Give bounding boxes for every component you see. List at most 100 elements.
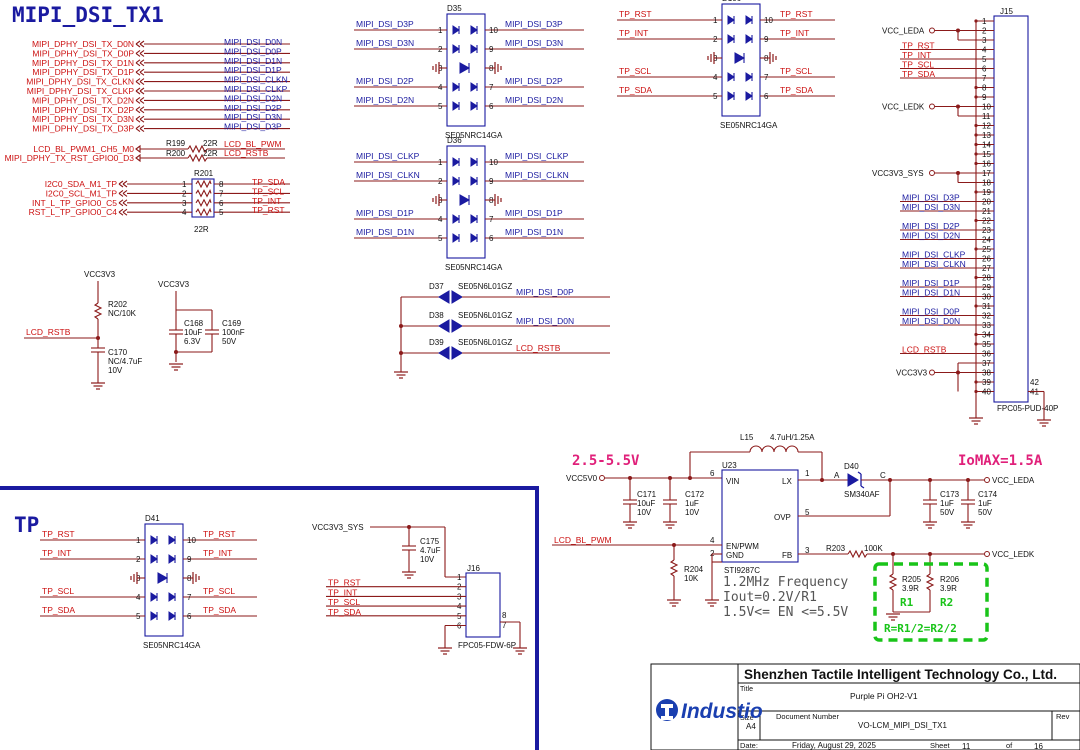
tvs-diode-icon	[451, 290, 463, 304]
j16-ground	[437, 647, 453, 655]
tvs-pin-number: 6	[489, 234, 494, 243]
tvs-pin-number: 7	[489, 215, 494, 224]
d106-tvs-array-net-right-0: TP_RST	[780, 9, 813, 19]
u23-pin-en: EN/PWM	[726, 542, 759, 551]
tvs-pin-number: 5	[438, 102, 443, 111]
u23-pin-gnd: GND	[726, 551, 744, 560]
j15-pin-4: 4	[982, 46, 987, 55]
j15-d1n: MIPI_DSI_D1N	[902, 288, 960, 298]
c172-ref: C172	[685, 490, 705, 499]
j15-d0n: MIPI_DSI_D0N	[902, 316, 960, 326]
u23-pinnum-en: 4	[710, 536, 715, 545]
port-arrow	[135, 115, 145, 123]
date-label: Date:	[740, 741, 758, 750]
d41-tvs-array-net-right-0: TP_RST	[203, 529, 236, 539]
dsi-source-net-2: MIPI_DPHY_DSI_TX_D1N	[32, 58, 134, 68]
r201-value: 22R	[194, 225, 209, 234]
tvs-pin-number: 9	[764, 35, 769, 44]
d41-tvs-array-part: SE05NRC14GA	[143, 641, 201, 650]
r2-label: R2	[940, 596, 953, 609]
r200-ref: R200	[166, 149, 186, 158]
u23-pin-lx: LX	[782, 477, 792, 486]
r201-ref: R201	[194, 169, 214, 178]
tvs-diode-icon	[452, 157, 478, 167]
d36-tvs-array-ref: D36	[447, 136, 462, 145]
port-arrow	[118, 208, 128, 216]
power-port-icon	[929, 369, 935, 376]
port-arrow	[135, 68, 145, 76]
c175-value: 4.7uF	[420, 546, 441, 555]
tvs-single-ref: D38	[429, 311, 444, 320]
tvs-diode-icon	[438, 290, 450, 304]
j16-part: FPC05-FDW-6P	[458, 641, 516, 650]
j15-tp-sda: TP_SDA	[902, 69, 935, 79]
sheet-number: 11	[962, 742, 971, 750]
c171-voltage: 10V	[637, 508, 652, 517]
c175-voltage: 10V	[420, 555, 435, 564]
lcd-bl-pwm-boost: LCD_BL_PWM	[554, 535, 612, 545]
tvs-pin-number: 6	[187, 612, 192, 621]
r1-label: R1	[900, 596, 914, 609]
tvs-center-diode-icon	[459, 194, 471, 206]
port-arrow	[135, 106, 145, 114]
j16-pin-1: 1	[457, 573, 462, 582]
tvs-pin-number: 2	[136, 555, 141, 564]
d106-tvs-array-net-left-2: TP_SCL	[619, 66, 651, 76]
r200-value: 22R	[203, 149, 218, 158]
title-block: Shenzhen Tactile Intelligent Technology …	[650, 663, 1080, 750]
d35-tvs-array-net-left-2: MIPI_DSI_D2P	[356, 76, 414, 86]
tvs-pin-number: 1	[136, 536, 141, 545]
power-port-icon	[929, 170, 935, 176]
d106-tvs-array-ref: D106	[722, 0, 742, 3]
r202-ref: R202	[108, 300, 128, 309]
d106-tvs-array: D106SE05NRC14GATP_RSTTP_RST110TP_INTTP_I…	[617, 0, 835, 130]
r205-value: 3.9R	[902, 584, 919, 593]
vcc3v3-label-b: VCC3V3	[158, 280, 190, 289]
tvs-pin-number: 6	[489, 102, 494, 111]
j16-net-3: TP_SCL	[328, 597, 360, 607]
lcd-control-resistors: LCD_BL_PWM1_CH5_M0 MIPI_DPHY_TX_RST_GPIO…	[5, 139, 285, 163]
tvs-diode-icon	[150, 611, 176, 621]
j15-vcc3v3-sys: VCC3V3_SYS	[872, 169, 924, 178]
ground-symbol	[707, 52, 715, 64]
note-frequency: 1.2MHz Frequency	[723, 575, 848, 590]
d41-tvs-array-net-left-2: TP_SCL	[42, 586, 74, 596]
j15-pin-28: 28	[982, 274, 991, 283]
dsi-net-6: MIPI_DSI_D2N	[224, 93, 282, 103]
r204-ref: R204	[684, 565, 704, 574]
j15-part: FPC05-PUD-40P	[997, 404, 1058, 413]
port-arrow	[135, 87, 145, 95]
c168-value: 10uF	[184, 328, 202, 337]
j15-d2p: MIPI_DSI_D2P	[902, 221, 960, 231]
dsi-source-net-1: MIPI_DPHY_DSI_TX_D0P	[32, 48, 134, 58]
j15-pin-20: 20	[982, 198, 991, 207]
j15-pin-3: 3	[982, 36, 987, 45]
j15-pin-11: 11	[982, 112, 991, 121]
lcd-rst-source: MIPI_DPHY_TX_RST_GPIO0_D3	[5, 153, 135, 163]
port-arrow	[118, 180, 128, 188]
c172-value: 1uF	[685, 499, 699, 508]
vcc-leda-boost: VCC_LEDA	[992, 476, 1035, 485]
tp-source-net-1: I2C0_SCL_M1_TP	[46, 188, 118, 198]
j15-tp-scl: TP_SCL	[902, 60, 934, 70]
u23-ref: U23	[722, 461, 737, 470]
port-arrow	[135, 125, 145, 133]
tvs-diode-icon	[452, 25, 478, 35]
j15-pin-26: 26	[982, 255, 991, 264]
j15-clkn: MIPI_DSI_CLKN	[902, 259, 966, 269]
vcc3v3-sys-tp: VCC3V3_SYS	[312, 523, 364, 532]
r201-pin-right: 8	[219, 180, 224, 189]
dsi-net-2: MIPI_DSI_D1N	[224, 56, 282, 66]
tvs-diode-icon	[452, 214, 478, 224]
u23-pin-vin: VIN	[726, 477, 740, 486]
size-label: Size	[740, 715, 754, 722]
c174-value: 1uF	[978, 499, 992, 508]
j15-pin-25: 25	[982, 245, 991, 254]
j15-pin-18: 18	[982, 179, 991, 188]
section-frame	[0, 486, 539, 750]
u23-pinnum-vin: 6	[710, 469, 715, 478]
j15-pin-14: 14	[982, 141, 991, 150]
